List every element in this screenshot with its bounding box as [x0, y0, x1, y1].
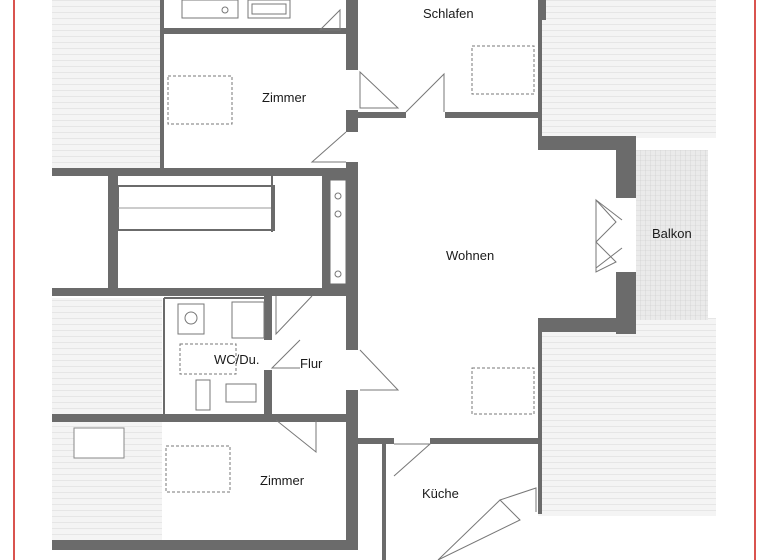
appliance-column — [329, 179, 347, 285]
appliance-knob — [334, 270, 342, 278]
top-sink — [181, 0, 239, 19]
room-label-schlafen: Schlafen — [423, 6, 474, 21]
room-label-balkon: Balkon — [652, 226, 692, 241]
exterior-hatch — [538, 318, 716, 516]
top-tap — [221, 6, 229, 14]
exterior-hatch — [52, 298, 162, 416]
bed-zimmer-bottom — [165, 445, 231, 493]
room-label-flur: Flur — [300, 356, 323, 371]
door-swings — [270, 8, 623, 560]
room-label-kueche: Küche — [422, 486, 459, 501]
appliance-knob — [334, 210, 342, 218]
sofa-wohnen — [471, 367, 535, 415]
bed-schlafen — [471, 45, 535, 95]
room-label-zimmer-top: Zimmer — [262, 90, 307, 105]
shower — [231, 301, 265, 339]
appliance-knob — [334, 192, 342, 200]
exterior-hatch — [538, 0, 716, 138]
bath-mat — [179, 343, 237, 375]
top-basin-inner — [251, 3, 287, 15]
room-label-zimmer-bottom: Zimmer — [260, 473, 305, 488]
exterior-table — [73, 427, 125, 459]
balcony-grid — [636, 150, 708, 320]
exterior-hatch — [52, 0, 162, 170]
room-label-wohnen: Wohnen — [446, 248, 494, 263]
bathtub — [225, 383, 257, 403]
room-label-wc-du: WC/Du. — [214, 352, 260, 367]
toilet — [195, 379, 211, 411]
washbasin-drain — [184, 311, 198, 325]
bed-zimmer-top — [167, 75, 233, 125]
